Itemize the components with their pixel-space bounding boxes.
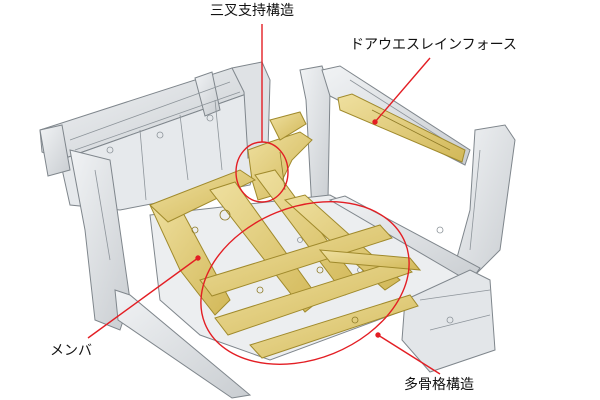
- rear-cross-member: [318, 249, 422, 271]
- floor-cross-member-1: [199, 224, 393, 297]
- floor-cross-member-3: [249, 294, 419, 359]
- multi-frame-ellipse: [200, 201, 410, 365]
- rear-c-pillar: [454, 124, 516, 281]
- left-rocker: [114, 289, 252, 399]
- door-reinforce-label: ドアウエスレインフォース: [350, 37, 517, 53]
- member-label: メンバ: [50, 343, 92, 359]
- body-structure: [39, 61, 516, 399]
- front-cross-member: [149, 169, 257, 223]
- door-waist-reinforcement: [337, 93, 466, 163]
- left-a-pillar: [69, 149, 131, 331]
- floor-cross-member-2: [214, 259, 413, 336]
- front-stub-right: [194, 71, 221, 117]
- three-fork-arm: [269, 111, 307, 141]
- multi-frame-leader: [377, 334, 441, 375]
- member-dot: [195, 255, 201, 261]
- member-leader: [87, 257, 199, 339]
- multi-frame-label: 多骨格構造: [404, 377, 474, 393]
- rear-floor: [401, 269, 496, 373]
- door-reinforce-leader: [374, 57, 431, 123]
- callouts: [87, 24, 441, 375]
- three-fork-label: 三叉支持構造: [210, 3, 294, 19]
- multi-frame-dot: [375, 332, 381, 338]
- frame-details: [191, 109, 451, 324]
- door-reinforce-dot: [372, 119, 378, 125]
- front-stub-left: [39, 124, 71, 177]
- right-side-sill: [328, 195, 481, 283]
- highlighted-frames: [149, 93, 466, 359]
